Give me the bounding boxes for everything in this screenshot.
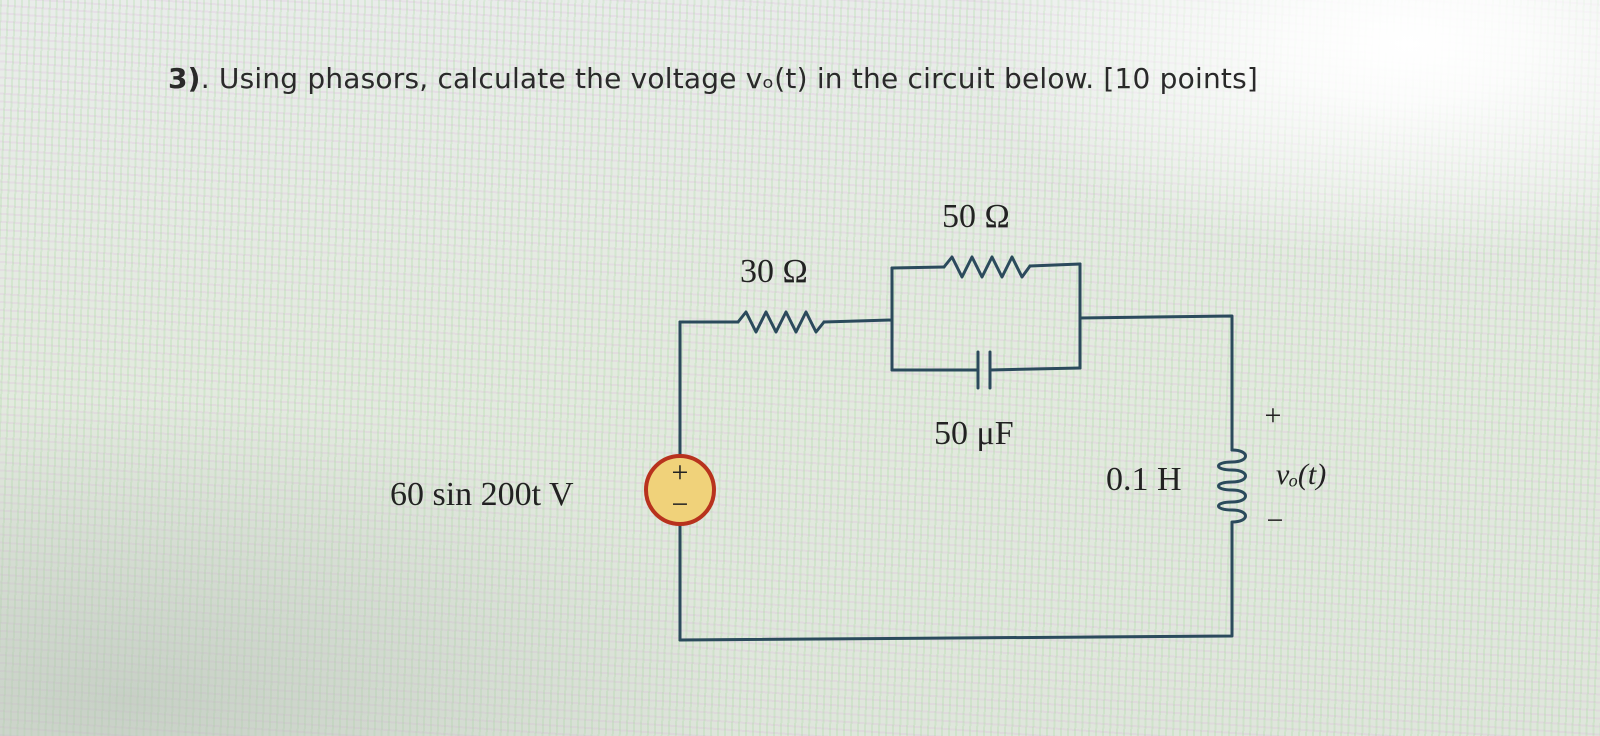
inductor-coil [1217,448,1247,530]
resistor-30-ohm [736,310,826,334]
source-plus: + [672,456,689,489]
question-text: 3). Using phasors, calculate the voltage… [168,62,1258,95]
vo-label: vₒ(t) [1276,458,1326,491]
question-body: . Using phasors, calculate the voltage v… [200,62,1258,95]
source-minus: − [672,488,689,521]
cap-label: 50 μF [934,415,1014,452]
wire-50-right [1028,262,1082,268]
source-label: 60 sin 200t V [390,476,574,513]
wire-bottom [678,526,1234,642]
wire-cap-right [988,366,1082,372]
inductor-label: 0.1 H [1106,461,1182,498]
vo-plus: + [1265,399,1282,432]
wire-right-top [1078,314,1234,452]
wire-50-left [890,265,946,270]
r1-label: 30 Ω [740,253,808,290]
vo-minus: − [1267,504,1284,537]
resistor-50-ohm [942,255,1032,279]
question-number: 3) [168,62,201,95]
wires [678,255,1247,642]
r2-label: 50 Ω [942,198,1010,235]
voltage-source: + − [644,454,716,526]
source-circle [644,454,716,526]
wire-mid [822,318,894,324]
